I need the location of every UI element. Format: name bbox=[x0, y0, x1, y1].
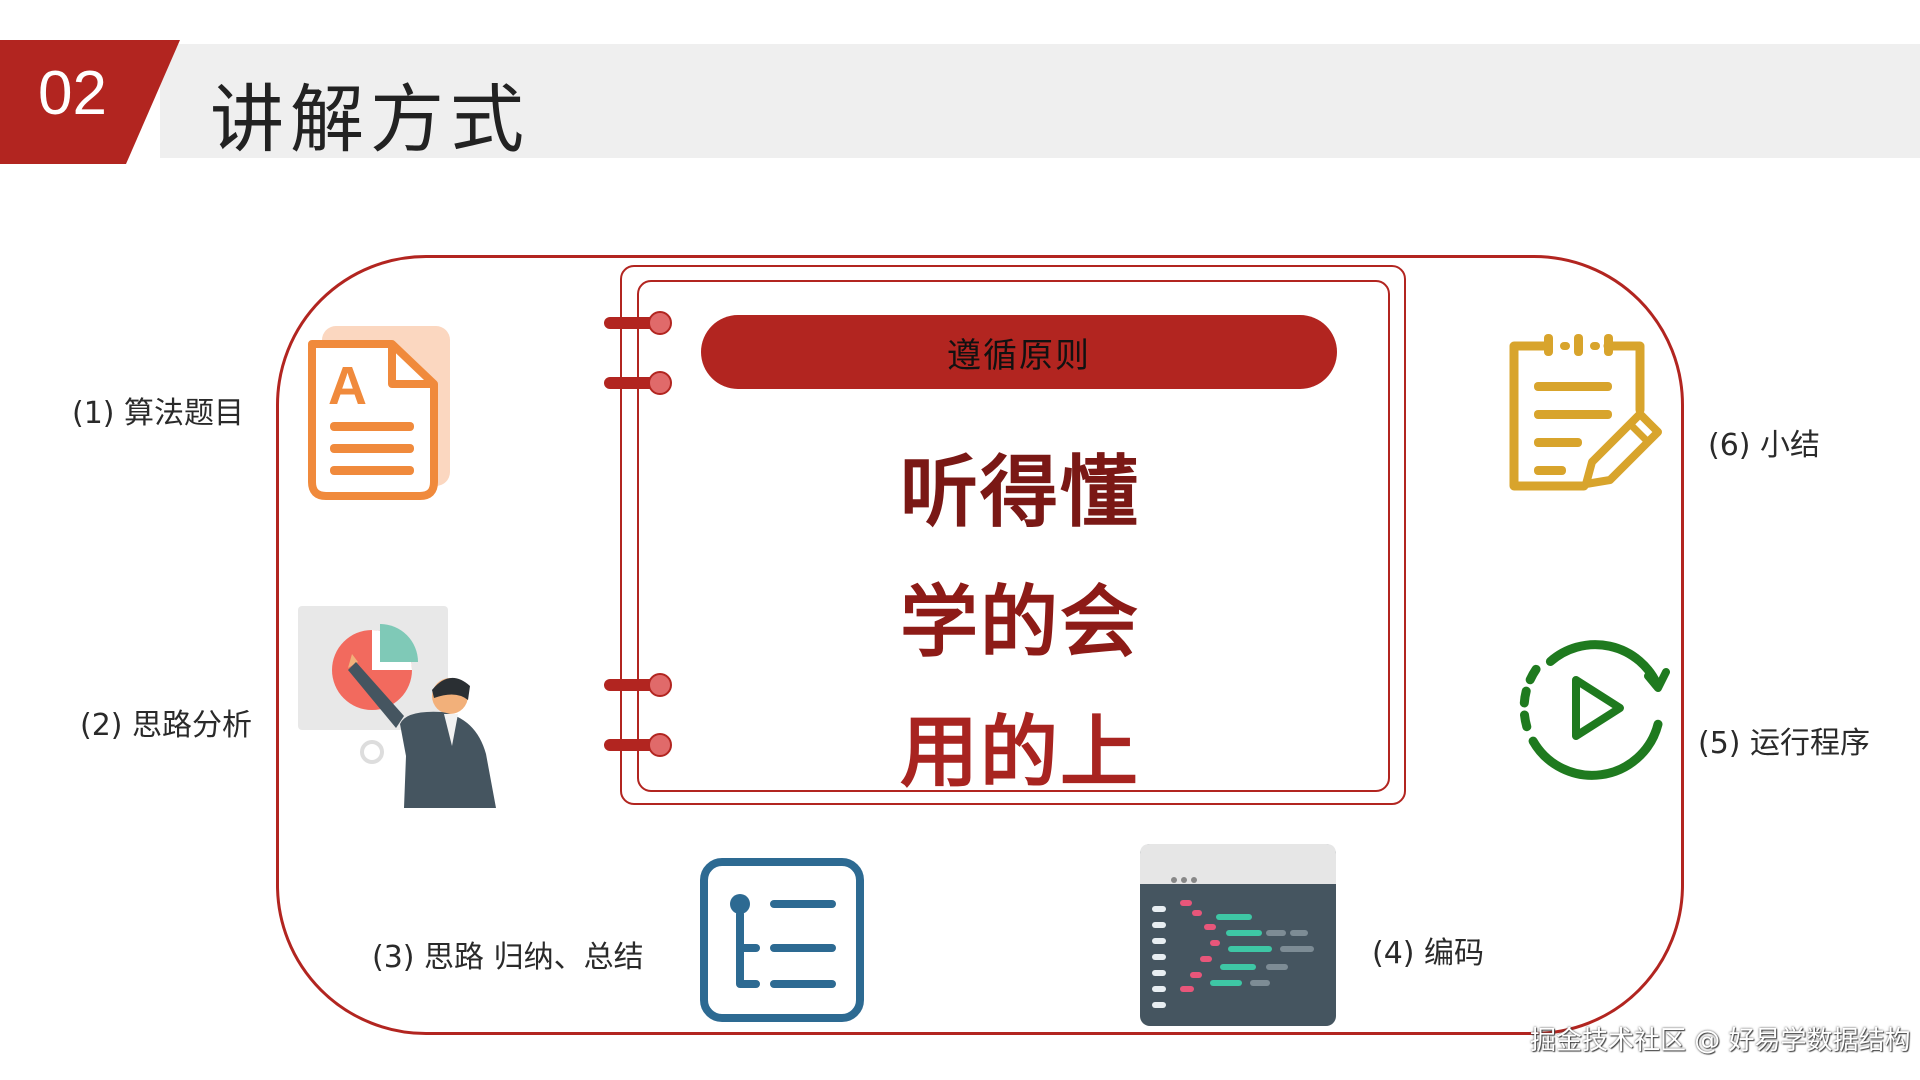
principle-line-1: 听得懂 bbox=[899, 448, 1140, 538]
step-label-2: (2) 思路分析 bbox=[80, 708, 253, 743]
notebook-inner-border bbox=[637, 280, 1390, 792]
step-label-5: (5) 运行程序 bbox=[1698, 726, 1871, 761]
step-label-4: (4) 编码 bbox=[1372, 936, 1485, 971]
principle-line-2: 学的会 bbox=[899, 578, 1140, 668]
notebook-ring bbox=[604, 311, 672, 335]
presentation-icon bbox=[298, 606, 496, 808]
principle-banner: 遵循原则 bbox=[701, 315, 1337, 389]
outer-frame bbox=[276, 255, 1684, 1035]
code-editor-icon bbox=[1140, 844, 1336, 1026]
notepad-icon bbox=[1509, 334, 1662, 491]
notebook-ring bbox=[604, 673, 672, 697]
principle-banner-label: 遵循原则 bbox=[947, 335, 1091, 376]
watermark: 掘金技术社区 @ 好易学数据结构 bbox=[1530, 1026, 1911, 1056]
notebook-ring bbox=[604, 733, 672, 757]
page-title: 讲解方式 bbox=[210, 77, 530, 163]
play-icon bbox=[1519, 640, 1670, 780]
principle-line-3: 用的上 bbox=[899, 708, 1140, 798]
list-icon bbox=[700, 858, 864, 1022]
step-label-3: (3) 思路 归纳、总结 bbox=[372, 940, 644, 975]
header-bar bbox=[160, 44, 1920, 158]
section-number: 02 bbox=[38, 59, 107, 128]
document-icon: A bbox=[308, 326, 450, 500]
svg-text:A: A bbox=[328, 356, 367, 416]
notebook-ring bbox=[604, 371, 672, 395]
step-label-6: (6) 小结 bbox=[1708, 428, 1821, 463]
step-label-1: (1) 算法题目 bbox=[72, 396, 245, 431]
